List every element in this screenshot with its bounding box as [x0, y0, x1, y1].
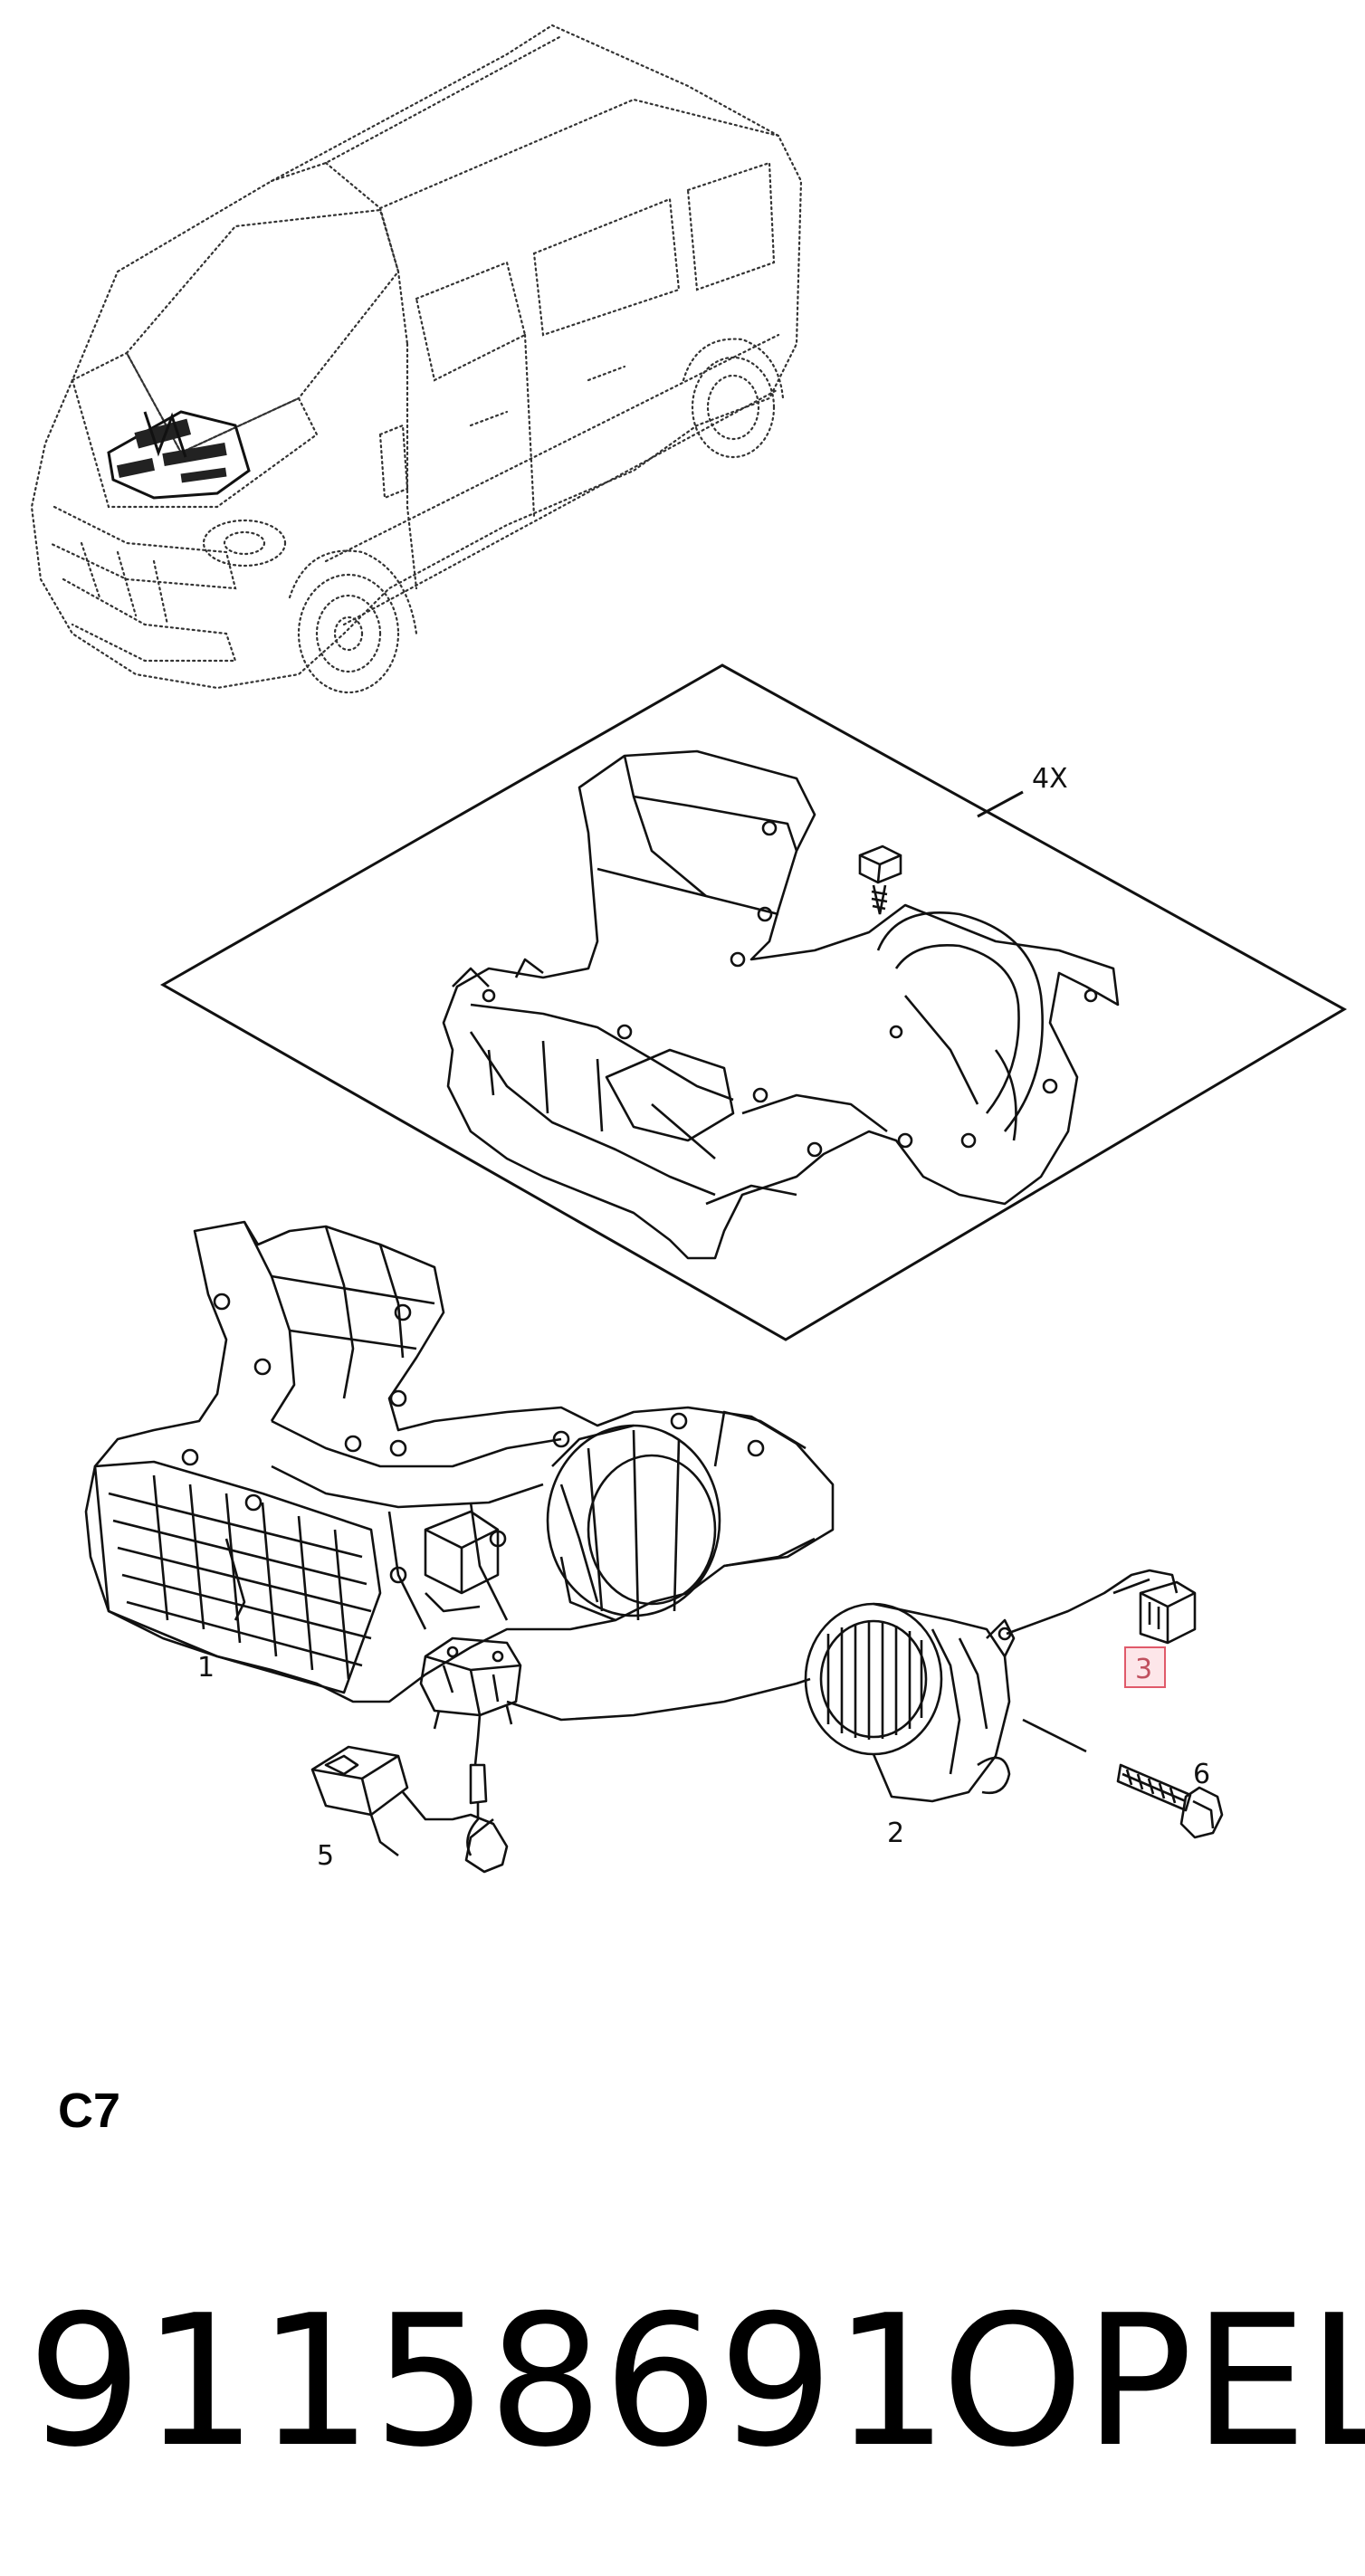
part-number: 91158691: [27, 2276, 949, 2487]
callout-3: 3: [1135, 1654, 1152, 1685]
kit-screw: [858, 844, 902, 915]
air-duct-part-1: [84, 1220, 835, 1703]
brand-name: OPEL: [941, 2276, 1365, 2487]
resistor-module: [419, 1636, 811, 1856]
kit-frame: [159, 663, 1348, 1341]
blower-housing-kit: [442, 749, 1120, 1260]
callout-5: 5: [317, 1840, 334, 1872]
callout-2: 2: [887, 1818, 904, 1849]
section-code: C7: [58, 2084, 120, 2138]
connector-part-3: [1006, 1569, 1197, 1645]
callout-4x: 4X: [1032, 763, 1068, 795]
bolt-part-6: [1022, 1718, 1224, 1839]
blower-motor-part-2: [804, 1602, 1016, 1803]
callout-3-highlight: 3: [1124, 1646, 1166, 1688]
callout-6: 6: [1193, 1759, 1210, 1790]
callout-1: 1: [197, 1652, 215, 1684]
callout-4x-leader: [977, 790, 1024, 818]
highlighted-component-location: [107, 410, 251, 500]
van-illustration: [30, 24, 803, 694]
actuator-part-5: [310, 1745, 509, 1874]
